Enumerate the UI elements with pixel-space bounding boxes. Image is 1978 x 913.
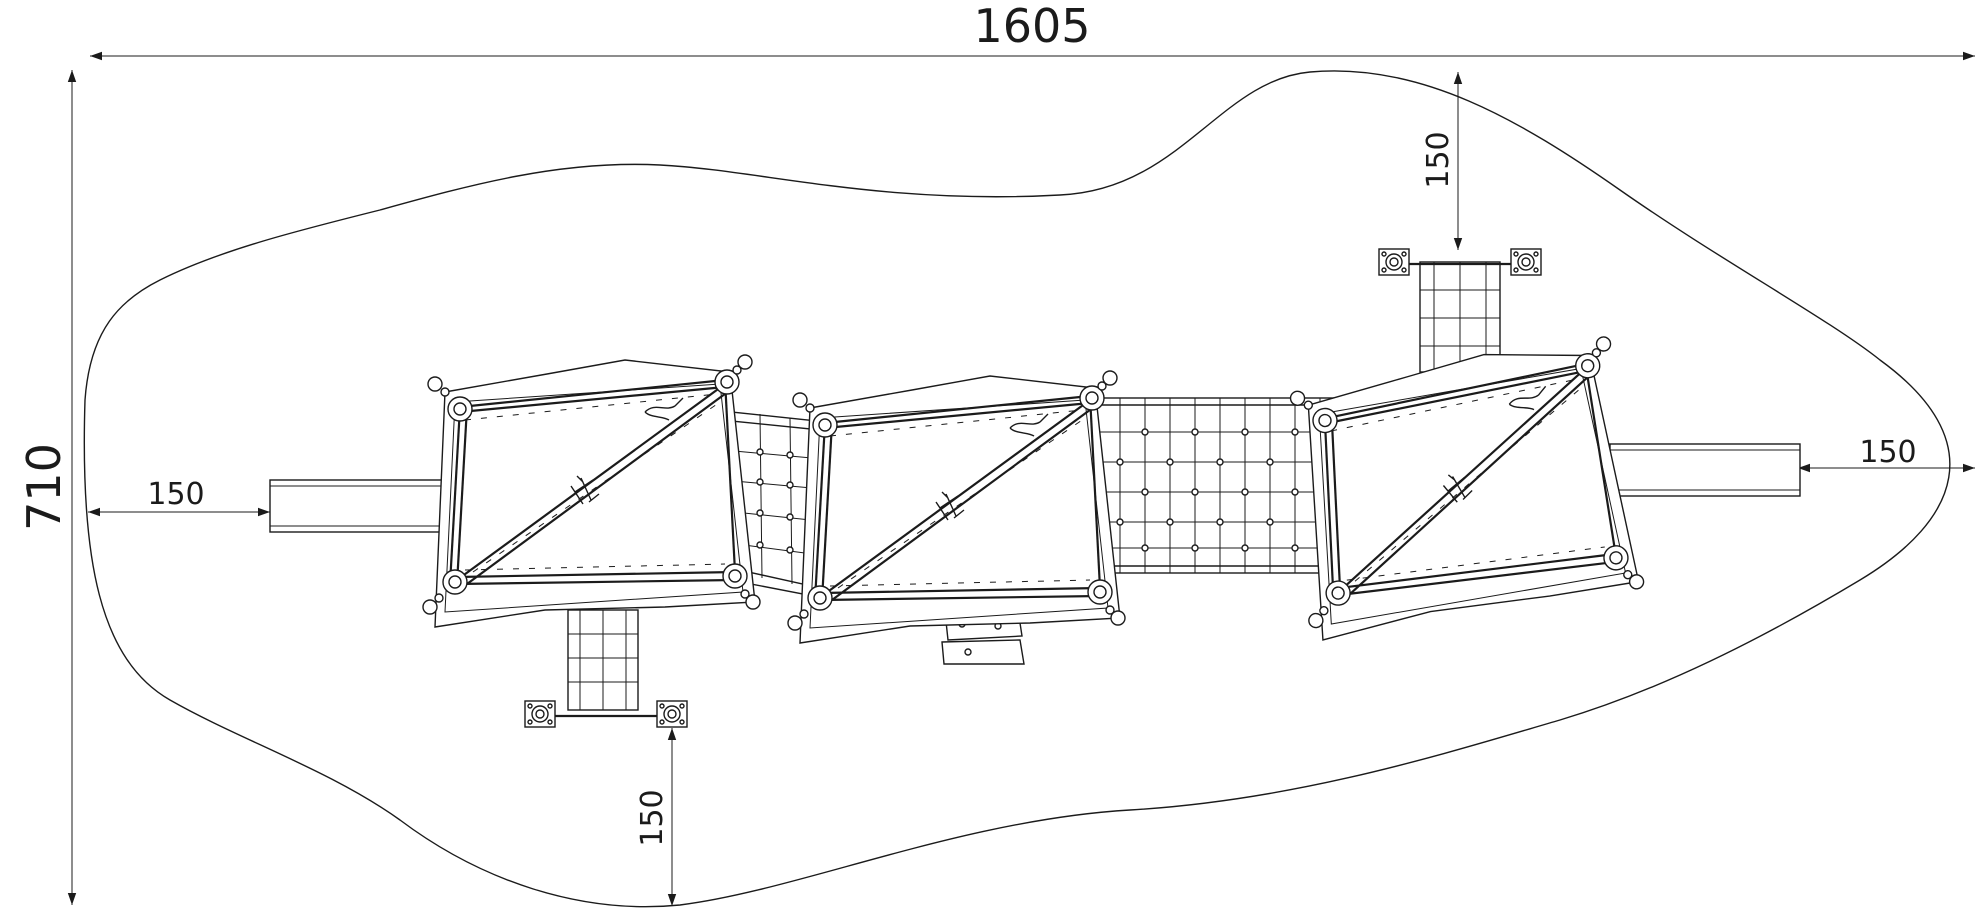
anchor-plate-icon: [1378, 248, 1410, 276]
bottom-clearance-dimension: 150: [635, 728, 677, 906]
top-clearance-label: 150: [1421, 131, 1456, 188]
safety-zone-outline: [83, 70, 1951, 908]
slide-chute-icon: [269, 479, 461, 533]
rope-net-platform-icon: [1281, 334, 1648, 643]
top-clearance-dimension: 150: [1421, 72, 1463, 250]
anchor-plate-icon: [656, 700, 688, 728]
anchor-plate-icon: [524, 700, 556, 728]
length-label: 1605: [973, 0, 1090, 53]
rope-ladder-icon: [524, 609, 688, 728]
rope-ladder-icon: [1378, 248, 1542, 373]
left-clearance-dimension: 150: [88, 477, 270, 517]
rope-net-platform-icon: [786, 369, 1127, 645]
length-dimension: 1605: [90, 0, 1975, 61]
width-dimension: 710: [17, 70, 77, 905]
slide-chute-icon: [1609, 443, 1801, 497]
right-clearance-label: 150: [1859, 435, 1916, 470]
anchor-plate-icon: [1510, 248, 1542, 276]
rope-net-platform-icon: [421, 353, 762, 629]
right-clearance-dimension: 150: [1798, 435, 1975, 473]
left-clearance-label: 150: [147, 477, 204, 512]
bottom-clearance-label: 150: [635, 789, 670, 846]
width-label: 710: [17, 443, 71, 531]
